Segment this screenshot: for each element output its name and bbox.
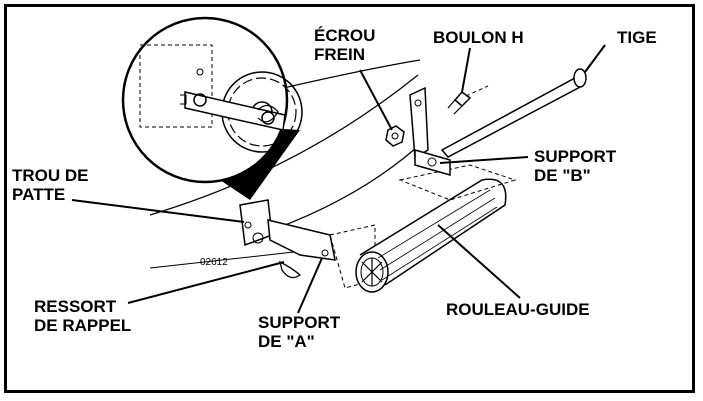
figure-frame [4, 4, 695, 393]
label-tige: TIGE [617, 28, 657, 47]
detail-bracket [184, 91, 286, 131]
bolt-h [447, 85, 489, 115]
leader-rouleau [437, 224, 521, 299]
mount-box-b [398, 164, 517, 201]
label-boulon-h: BOULON H [433, 28, 524, 47]
label-ecrou-frein: ÉCROU FREIN [314, 26, 376, 64]
leader-boulon [461, 47, 471, 93]
leader-tige [584, 44, 606, 73]
label-ressort-de-rappel: RESSORT DE RAPPEL [34, 297, 132, 335]
label-support-a: SUPPORT DE "A" [258, 313, 341, 351]
return-spring [279, 260, 302, 279]
figure-code: 02612 [200, 257, 228, 268]
label-support-b: SUPPORT DE "B" [534, 147, 617, 185]
detail-zoom-circle [121, 16, 303, 200]
leader-ecrou [359, 69, 393, 131]
leader-support-a [297, 257, 323, 314]
label-rouleau-guide: ROULEAU-GUIDE [446, 300, 590, 319]
leader-trou [71, 199, 245, 223]
leader-support-b [439, 156, 529, 164]
leader-ressort [127, 261, 285, 304]
deck-lower-curve [257, 139, 426, 236]
bracket-a [239, 199, 336, 261]
deck-inner-curve [149, 74, 419, 216]
bracket-b [409, 86, 451, 176]
label-trou-de-patte: TROU DE PATTE [12, 166, 89, 204]
rod [440, 68, 587, 158]
guide-roller [355, 178, 507, 293]
lock-nut [385, 125, 405, 147]
